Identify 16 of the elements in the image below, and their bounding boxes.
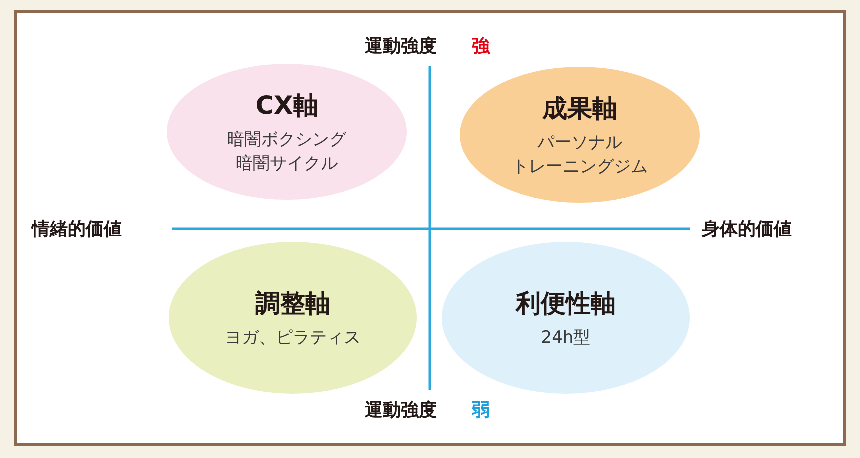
example-text: 暗闇サイクル — [236, 152, 338, 176]
axis-end-label: 弱 — [472, 399, 490, 422]
axis-label: 運動強度 — [365, 35, 437, 58]
axis-end-label: 強 — [472, 35, 490, 58]
example-text: 24h型 — [541, 326, 591, 350]
axis-label: 身体的価値 — [702, 218, 792, 241]
axis-label: 運動強度 — [365, 399, 437, 422]
example-text: パーソナル — [538, 132, 622, 154]
category-title: 利便性軸 — [516, 288, 616, 320]
category-title: 成果軸 — [542, 92, 618, 124]
example-text: ヨガ、ピラティス — [225, 326, 361, 350]
category-title: 調整軸 — [256, 288, 330, 320]
example-text: 暗闇ボクシング — [228, 128, 346, 152]
category-title: CX軸 — [256, 90, 318, 122]
axis-label: 情緒的価値 — [32, 218, 122, 241]
example-text: トレーニングジム — [512, 156, 648, 178]
